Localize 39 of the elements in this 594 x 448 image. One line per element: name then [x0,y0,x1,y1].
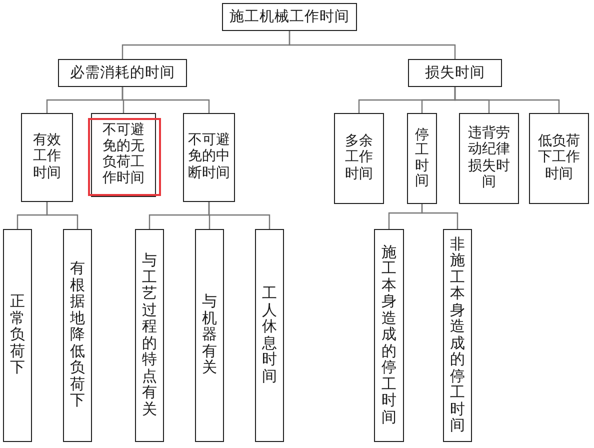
category-label: 非施工本身造成的停工时间 [450,236,465,434]
category-box [195,229,224,442]
connector-line [421,204,458,229]
connector-line [46,202,78,229]
category-label: 低负荷下工作时间 [538,134,580,183]
category-label: 必需消耗的时间 [70,64,175,82]
category-label: 不可避免的中断时间 [188,133,230,182]
category-label: 有效工作时间 [33,133,61,182]
connector-line [288,31,456,59]
connector-line [454,87,560,113]
connector-line [122,87,210,113]
category-label: 与机器有关 [202,294,217,377]
category-box [3,229,32,442]
category-label: 与工艺过程的特点有关 [142,253,157,418]
category-box [443,229,472,442]
category-label: 不可避免的无负荷工作时间 [102,122,144,188]
category-box [63,229,92,442]
category-box [58,59,187,87]
category-box [183,113,235,202]
category-label: 施工机械工作时间 [230,8,350,26]
category-box [21,113,73,202]
category-box [407,113,437,204]
category-box [255,229,284,442]
category-label: 多余工作时间 [345,134,373,183]
category-label: 损失时间 [425,64,485,82]
category-box [529,113,589,204]
category-label: 施工本身造成的停工时间 [382,244,396,426]
category-label: 工人休息时间 [262,286,277,385]
category-box [135,229,164,442]
category-label: 有根据地降低负荷下 [70,261,85,410]
category-box [334,113,384,204]
category-box [222,3,357,31]
connector-line [208,202,270,229]
category-label: 停工时间 [415,128,429,190]
category-label: 正常负荷下 [10,294,25,377]
category-box [408,59,502,87]
category-box [459,113,519,204]
category-label: 违背劳动纪律损失时间 [468,126,510,191]
category-box [374,229,404,442]
